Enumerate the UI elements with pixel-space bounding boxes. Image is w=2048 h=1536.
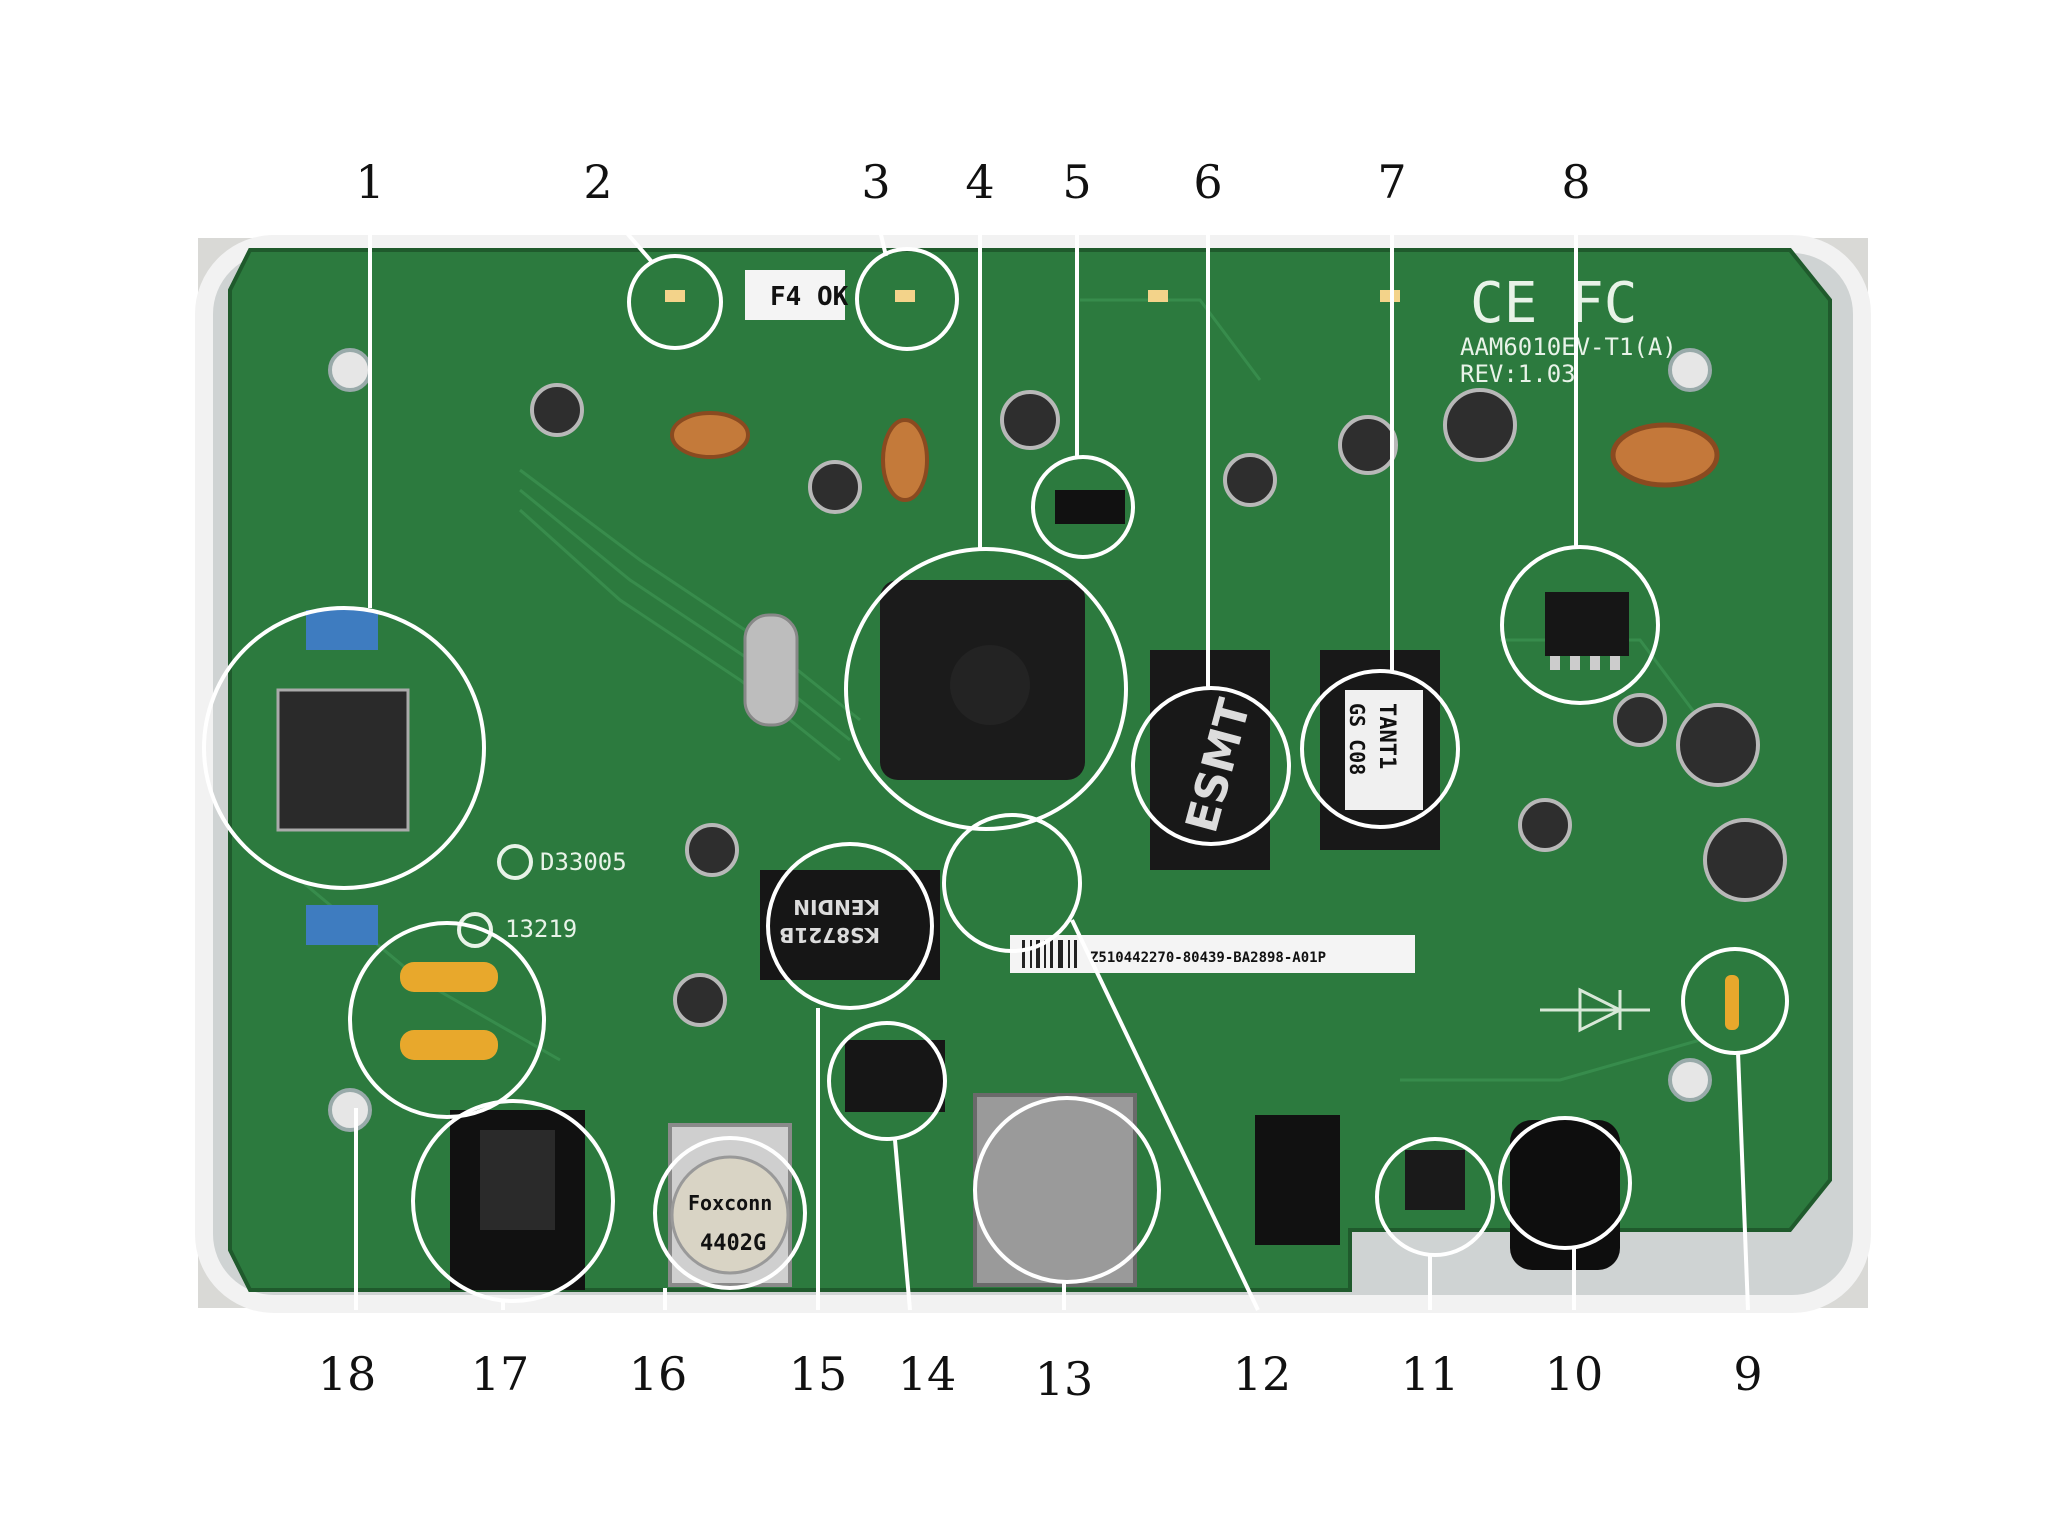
cert-symbol-2 xyxy=(457,912,493,948)
highlight-circles xyxy=(202,247,1789,1303)
led-lan xyxy=(665,290,685,302)
callout-number-7: 7 xyxy=(1377,155,1406,209)
leader-line-2 xyxy=(610,214,654,264)
highlight-circle-16 xyxy=(653,1136,807,1290)
mounting-holes xyxy=(328,348,1712,1132)
cert-symbol-1 xyxy=(497,844,533,880)
transformer xyxy=(276,688,410,832)
barcode-bars xyxy=(1022,940,1077,968)
yellow-component-upper xyxy=(400,962,498,992)
callout-number-16: 16 xyxy=(629,1347,688,1401)
callout-number-15: 15 xyxy=(789,1347,848,1401)
callout-number-4: 4 xyxy=(965,155,994,209)
highlight-circle-10 xyxy=(1498,1116,1632,1250)
toroid-inductor-2 xyxy=(881,418,929,502)
callout-number-17: 17 xyxy=(471,1347,530,1401)
toroid-inductor-3 xyxy=(1610,422,1720,488)
highlight-circle-4 xyxy=(844,547,1128,831)
ce-mark: CE xyxy=(1470,271,1537,336)
kendin-chip-line1: KENDIN xyxy=(793,895,880,919)
callout-number-11: 11 xyxy=(1401,1347,1460,1401)
callout-number-10: 10 xyxy=(1545,1347,1604,1401)
leader-lines xyxy=(354,214,1750,1311)
highlight-circle-1 xyxy=(202,606,486,890)
callout-number-12: 12 xyxy=(1233,1347,1292,1401)
highlight-circle-7 xyxy=(1300,669,1460,829)
callout-number-2: 2 xyxy=(583,155,612,209)
blue-capacitor-bottom xyxy=(306,905,378,945)
ethernet-jack xyxy=(973,1093,1137,1287)
yellow-component-lower xyxy=(400,1030,498,1060)
jumper-header xyxy=(1055,490,1125,524)
cert-number-2: 13219 xyxy=(505,915,577,943)
chip-logo xyxy=(950,645,1030,725)
toroid-inductor-1 xyxy=(670,411,750,459)
ok-sticker xyxy=(745,270,845,320)
leader-line-14 xyxy=(893,1139,912,1311)
highlight-circle-15 xyxy=(766,842,934,1010)
callout-number-9: 9 xyxy=(1733,1347,1762,1401)
barcode-text: Z510442270-80439-BA2898-A01P xyxy=(1090,950,1326,966)
leader-line-3 xyxy=(876,221,888,257)
small-soic-chip xyxy=(845,1040,945,1112)
callout-number-18: 18 xyxy=(318,1347,377,1401)
highlight-circle-14 xyxy=(827,1021,947,1141)
highlight-circle-2 xyxy=(627,254,723,350)
kendin-phy-chip xyxy=(760,870,940,980)
highlight-circle-17 xyxy=(411,1099,615,1303)
callout-number-8: 8 xyxy=(1561,155,1590,209)
led-usb xyxy=(895,290,915,302)
power-jack xyxy=(1510,1120,1620,1270)
tant-label-line1: TANT1 xyxy=(1374,703,1399,769)
reset-switch xyxy=(1405,1150,1465,1210)
highlight-circle-6 xyxy=(1131,686,1291,846)
highlight-circle-18 xyxy=(348,921,546,1119)
foxconn-can xyxy=(670,1155,790,1275)
barcode-label xyxy=(1010,935,1415,973)
ok-sticker-text: F4 OK xyxy=(770,282,849,312)
leader-line-9 xyxy=(1736,1051,1750,1311)
electrolytic-capacitors xyxy=(530,383,1787,1027)
callout-number-14: 14 xyxy=(898,1347,957,1401)
highlight-circle-3 xyxy=(855,247,959,351)
highlight-circle-12 xyxy=(942,813,1082,953)
highlight-circle-8 xyxy=(1500,545,1660,705)
rj11-opening xyxy=(480,1130,555,1230)
diode-silkscreen xyxy=(1540,987,1650,1033)
callout-number-1: 1 xyxy=(355,155,384,209)
yellow-fuse xyxy=(1725,975,1739,1030)
tant-label xyxy=(1345,690,1423,810)
highlight-circle-11 xyxy=(1375,1137,1495,1257)
ic-pins xyxy=(1550,656,1620,670)
foxconn-code: 4402G xyxy=(700,1231,766,1256)
kendin-chip-line2: KS8721B xyxy=(779,923,880,947)
cert-number-1: D33005 xyxy=(540,848,627,876)
highlight-circle-9 xyxy=(1681,947,1789,1055)
callout-number-5: 5 xyxy=(1062,155,1091,209)
leader-line-12 xyxy=(1070,919,1260,1311)
pin-header-j xyxy=(1255,1115,1340,1245)
board-model: AAM6010EV-T1(A) xyxy=(1460,333,1677,361)
led-adsl xyxy=(1148,290,1168,302)
callout-number-6: 6 xyxy=(1193,155,1222,209)
highlight-circle-5 xyxy=(1031,455,1135,559)
power-controller-ic xyxy=(1545,592,1629,656)
board-revision: REV:1.03 xyxy=(1460,360,1576,388)
callout-number-3: 3 xyxy=(861,155,890,209)
components: F4 OK ESMT TA xyxy=(276,270,1787,1290)
highlight-circle-13 xyxy=(973,1096,1161,1284)
crystal-oscillator xyxy=(743,613,799,727)
foxconn-brand: Foxconn xyxy=(688,1191,772,1215)
fc-mark: FC xyxy=(1570,271,1637,336)
tant-label-line2: GS C08 xyxy=(1345,703,1369,775)
callout-numbers: 1 2 3 4 5 6 7 8 9 10 11 12 13 14 15 16 1… xyxy=(318,155,1763,1406)
callout-number-13: 13 xyxy=(1035,1352,1094,1406)
blue-capacitor-top xyxy=(306,610,378,650)
